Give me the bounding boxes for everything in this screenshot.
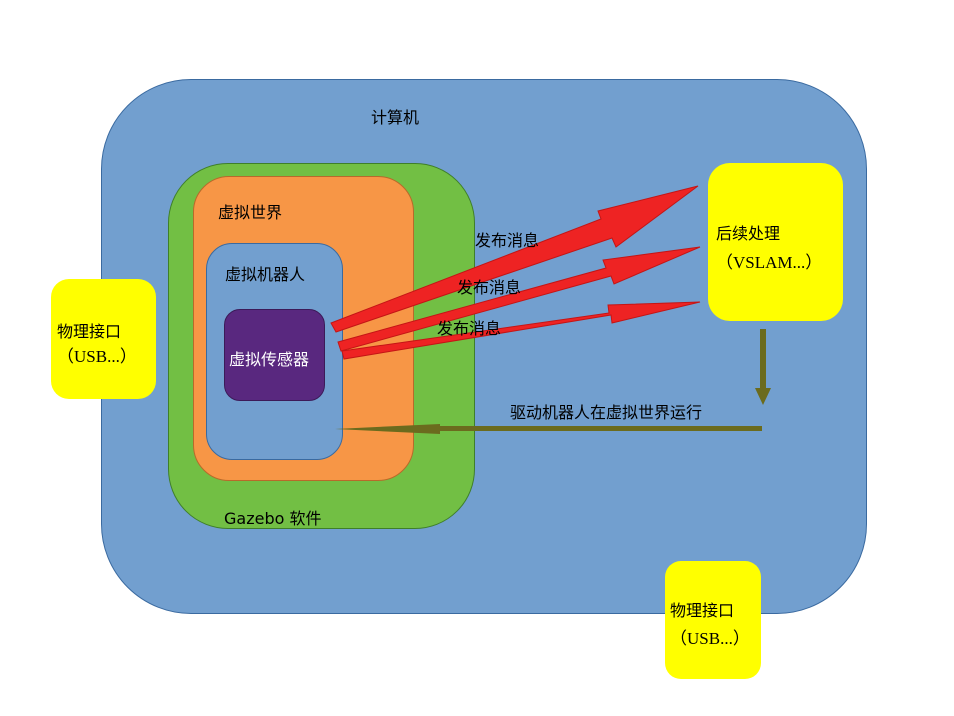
- post-processing-box: [708, 163, 843, 321]
- publish-arrow-1: [330, 185, 699, 333]
- virtual-sensor-box: [224, 309, 325, 401]
- computer-label: 计算机: [371, 108, 420, 127]
- virtual-world-label: 虚拟世界: [218, 203, 283, 222]
- physical-interface-left-sublabel: （USB...）: [57, 347, 137, 366]
- publish-label-3: 发布消息: [437, 319, 502, 338]
- down-arrow: [755, 329, 771, 405]
- publish-arrow-2: [337, 246, 701, 352]
- post-processing-sublabel: （VSLAM...）: [716, 253, 823, 272]
- post-processing-label: 后续处理: [716, 224, 781, 243]
- drive-arrow: [335, 424, 762, 434]
- publish-label-1: 发布消息: [475, 231, 540, 250]
- physical-interface-right-label: 物理接口: [670, 601, 735, 620]
- gazebo-label: Gazebo 软件: [224, 509, 322, 528]
- publish-label-2: 发布消息: [457, 278, 522, 297]
- physical-interface-left-label: 物理接口: [57, 322, 122, 341]
- virtual-sensor-label: 虚拟传感器: [229, 350, 310, 369]
- publish-arrow-3: [341, 301, 701, 360]
- virtual-robot-label: 虚拟机器人: [225, 265, 306, 284]
- drive-arrow-label: 驱动机器人在虚拟世界运行: [510, 403, 703, 422]
- physical-interface-right-sublabel: （USB...）: [670, 629, 750, 648]
- physical-interface-right: [665, 561, 761, 679]
- physical-interface-left: [51, 279, 156, 399]
